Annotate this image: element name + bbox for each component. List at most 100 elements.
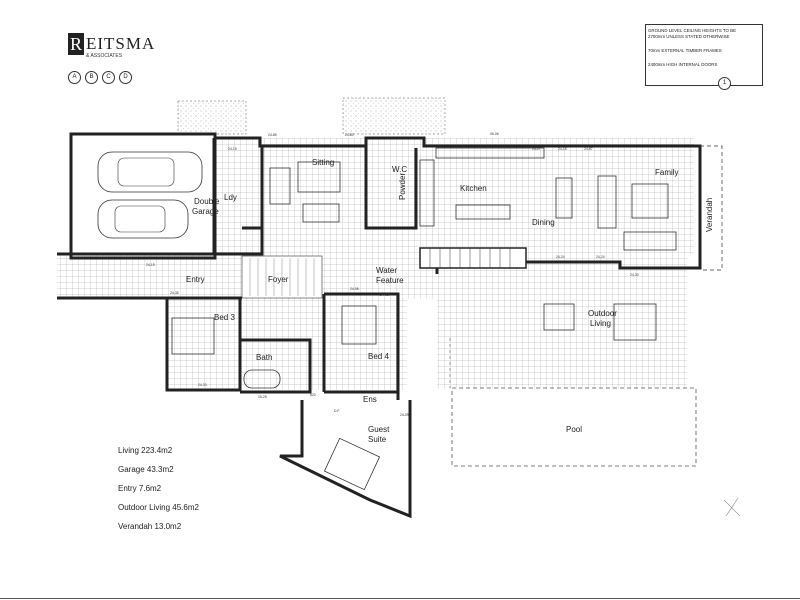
label-water-feature: Water Feature — [376, 266, 404, 285]
marker-c: C — [102, 71, 115, 84]
grid-marker: 1 — [718, 77, 731, 90]
area-outdoor-living: Outdoor Living 45.6m2 — [118, 503, 199, 512]
label-bed3: Bed 3 — [214, 313, 235, 322]
verandah-outline — [700, 145, 723, 271]
label-powder: Powder — [398, 173, 407, 200]
outdoor-table — [543, 303, 575, 331]
label-double-garage-l1: Double — [194, 197, 220, 206]
label-outdoor-living-l1: Outdoor — [588, 309, 617, 318]
note-ceiling-1: GROUND LEVEL CEILING HEIGHTS TO BE — [648, 28, 736, 33]
dim-6: 24-15 — [558, 147, 567, 151]
label-bed4: Bed 4 — [368, 352, 389, 361]
label-entry: Entry — [186, 275, 205, 284]
foyer-boards — [249, 258, 315, 296]
sitting-walls — [260, 146, 418, 230]
dim-13: 24-24 — [596, 255, 605, 259]
dim-12: 24-35 — [170, 291, 179, 295]
bed3-bath-walls — [165, 298, 312, 394]
dim-9: 24-24 — [556, 255, 565, 259]
family-sofa-left — [597, 175, 617, 229]
dim-15: 24-33 — [198, 383, 207, 387]
label-dining: Dining — [532, 218, 555, 227]
label-water-feature-l1: Water — [376, 266, 397, 275]
dim-4: 06-06 — [490, 132, 499, 136]
dim-11: 24-30 — [630, 273, 639, 277]
sketch-mark — [723, 497, 741, 517]
dim-3: 24-15 — [228, 147, 237, 151]
staircase — [419, 247, 527, 269]
note-timber-frames: 70mm EXTERNAL TIMBER FRAMES — [648, 48, 722, 53]
label-double-garage: Double Garage — [192, 197, 222, 216]
label-double-garage-l2: Garage — [192, 207, 219, 216]
label-pool: Pool — [566, 425, 582, 434]
main-floor-tiles — [214, 138, 694, 254]
sitting-armchair — [269, 167, 291, 205]
label-sitting: Sitting — [312, 158, 334, 167]
kitchen-pantry — [419, 159, 435, 227]
dim-16: 15-25 — [258, 395, 267, 399]
label-wc: W.C — [392, 165, 407, 174]
area-entry: Entry 7.6m2 — [118, 484, 162, 493]
label-outdoor-living-l2: Living — [590, 319, 611, 328]
dim-17: 24-09 — [400, 413, 409, 417]
label-foyer: Foyer — [268, 275, 289, 284]
bathtub — [243, 369, 281, 389]
label-guest-suite-l1: Guest — [368, 425, 390, 434]
main-house-walls — [214, 136, 702, 274]
area-verandah: Verandah 13.0m2 — [118, 522, 182, 531]
outdoor-lounge — [613, 303, 657, 341]
bed4-bed — [341, 305, 377, 345]
outdoor-tiles — [437, 254, 687, 389]
area-garage: Garage 43.3m2 — [118, 465, 174, 474]
dim-7: 24-87 — [584, 147, 593, 151]
area-schedule: Living 223.4m2 Garage 43.3m2 Entry 7.6m2… — [118, 446, 199, 541]
label-guest-suite: Guest Suite — [368, 425, 392, 444]
marker-b: B — [85, 71, 98, 84]
kitchen-island — [455, 204, 511, 220]
note-ceiling-2: 2700mm UNLESS STATED OTHERWISE — [648, 34, 730, 39]
family-sofa-bottom — [623, 231, 677, 251]
garden-bed-2 — [342, 97, 446, 135]
footer-rule — [0, 598, 800, 599]
label-water-feature-l2: Feature — [376, 276, 404, 285]
entry-walls — [57, 252, 242, 300]
area-living: Living 223.4m2 — [118, 446, 173, 455]
fireplace — [297, 161, 341, 193]
kitchen-bench — [435, 147, 545, 159]
sitting-sofa — [302, 203, 340, 223]
label-family: Family — [655, 168, 679, 177]
note-doors: 2400mm HIGH INTERNAL DOORS — [648, 62, 718, 67]
logo-wordmark: EITSMA — [86, 34, 156, 53]
laundry-walls — [212, 138, 264, 256]
dim-10: 24-15 — [146, 263, 155, 267]
label-verandah: Verandah — [705, 198, 714, 232]
label-df: D.F. — [334, 409, 340, 413]
car-2 — [97, 199, 189, 239]
dim-1: 24-85 — [268, 133, 277, 137]
label-bath: Bath — [256, 353, 272, 362]
marker-a: A — [68, 71, 81, 84]
label-kitchen: Kitchen — [460, 184, 487, 193]
notes-box: GROUND LEVEL CEILING HEIGHTS TO BE 2700m… — [645, 24, 763, 86]
guest-suite-walls — [279, 400, 412, 519]
label-outdoor-living: Outdoor Living — [588, 309, 619, 328]
dim-14: 24-08 — [380, 293, 389, 297]
pool-outline — [451, 387, 697, 467]
logo-initial: R — [68, 33, 84, 55]
label-ens: Ens — [363, 395, 377, 404]
dim-2: 24-80 — [345, 133, 354, 137]
marker-d: D — [119, 71, 132, 84]
guest-bed — [323, 437, 381, 491]
logo-subtitle: & ASSOCIATES — [86, 53, 123, 59]
dim-5: 24-27 — [532, 147, 541, 151]
family-coffee-table — [631, 183, 669, 219]
bed4-walls — [322, 292, 400, 400]
car-1 — [97, 151, 203, 193]
dining-table — [555, 177, 573, 219]
dim-18: 820 — [310, 393, 316, 397]
label-guest-suite-l2: Suite — [368, 435, 387, 444]
garden-bed-1 — [177, 100, 247, 135]
label-ldy: Ldy — [224, 193, 237, 202]
dim-8: 24-08 — [350, 287, 359, 291]
